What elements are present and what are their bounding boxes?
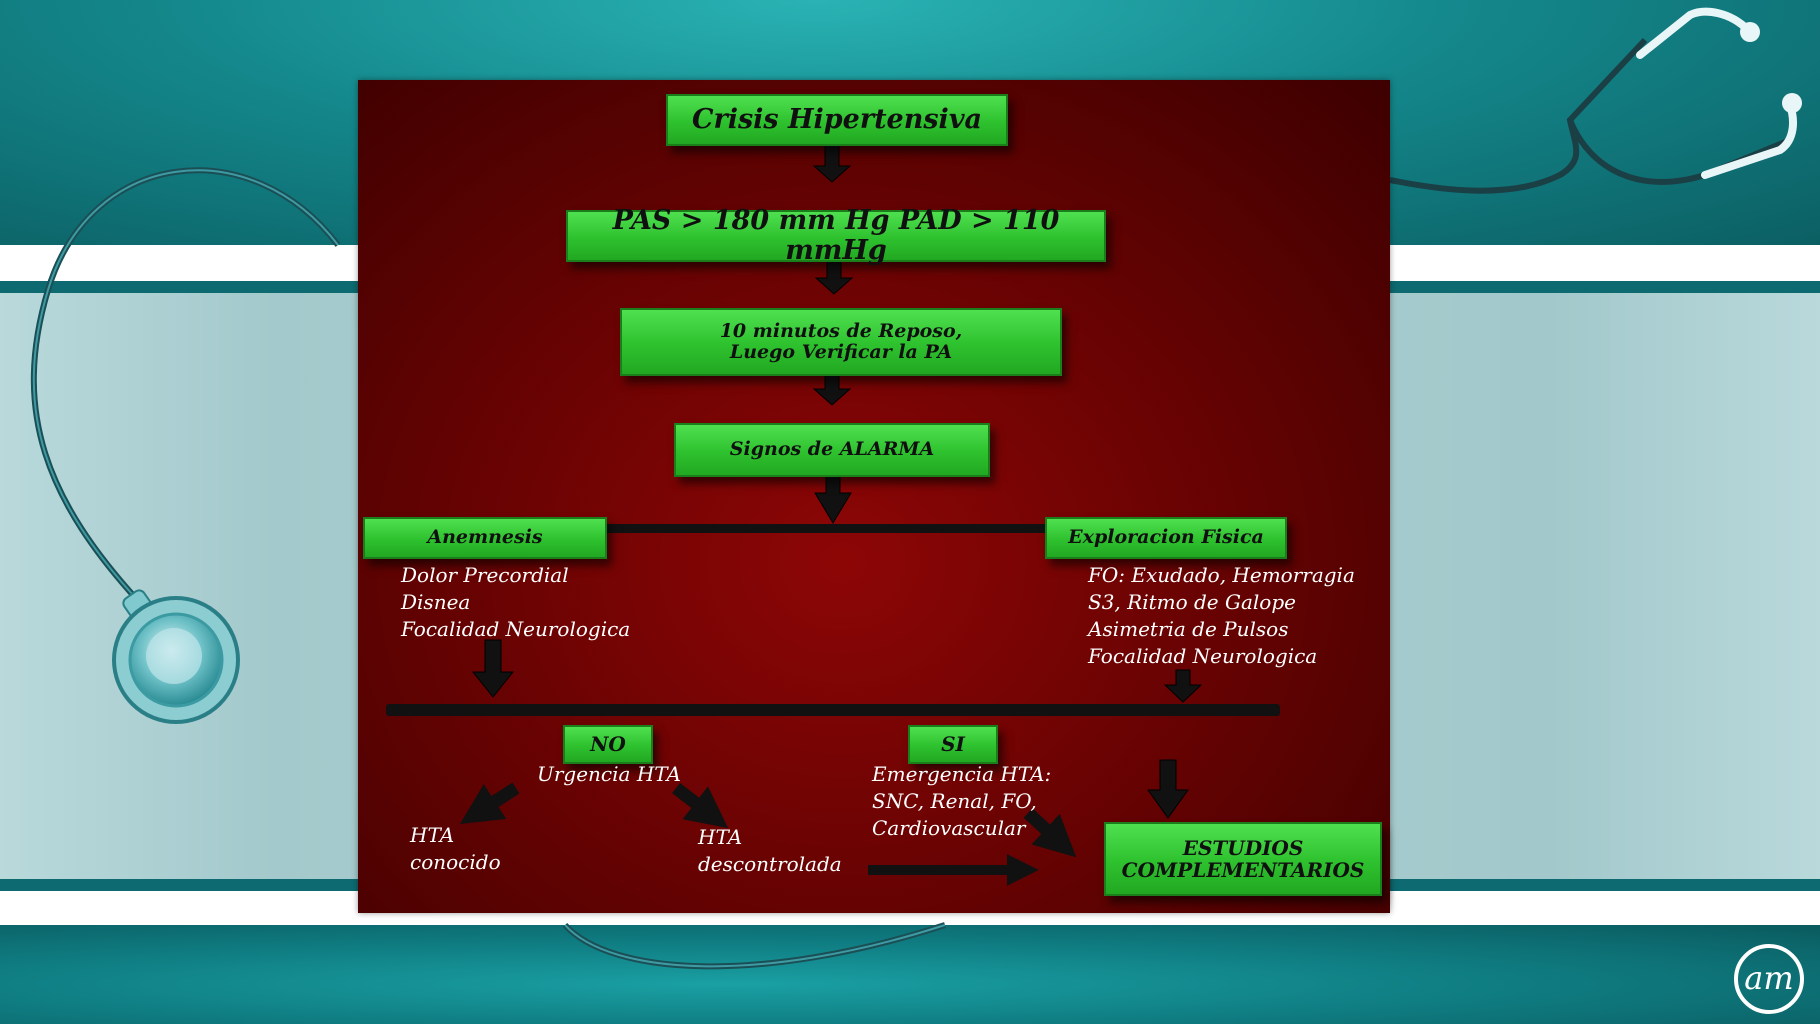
rest-line-2: Luego Verificar la PA: [729, 341, 953, 363]
exploration-item: Focalidad Neurologica: [1088, 644, 1318, 668]
hta-descontrolada-line-2: descontrolada: [698, 852, 842, 876]
arrow-diagonal: [460, 782, 520, 824]
hta-conocido-line-2: conocido: [410, 850, 501, 874]
am-logo-icon: am: [1734, 944, 1804, 1014]
hta-conocido-text: HTA conocido: [410, 822, 501, 876]
title-label: Crisis Hipertensiva: [692, 103, 982, 135]
anamnesis-box: Anemnesis: [363, 517, 607, 559]
criteria-label: PAS > 180 mm Hg PAD > 110 mmHg: [612, 204, 1060, 266]
title-box: Crisis Hipertensiva: [666, 94, 1008, 146]
hta-descontrolada-line-1: HTA: [698, 825, 743, 849]
arrow-down: [471, 639, 515, 698]
alarm-label: Signos de ALARMA: [729, 438, 935, 461]
exploration-item: Asimetria de Pulsos: [1088, 617, 1289, 641]
no-box: NO: [563, 725, 653, 764]
arrow-down: [812, 372, 852, 406]
hta-conocido-line-1: HTA: [410, 823, 455, 847]
merge-bar: [386, 704, 1280, 716]
arrow-down: [1163, 669, 1203, 703]
emergencia-line: Emergencia HTA:: [872, 762, 1052, 786]
urgencia-text: Urgencia HTA: [537, 761, 681, 788]
exploration-box: Exploracion Fisica: [1045, 517, 1287, 559]
rest-box: 10 minutos de Reposo, Luego Verificar la…: [620, 308, 1062, 376]
hta-descontrolada-text: HTA descontrolada: [698, 824, 842, 878]
exploration-item: S3, Ritmo de Galope: [1088, 590, 1296, 614]
arrow-diagonal: [672, 782, 729, 829]
arrow-diagonal: [1023, 808, 1077, 858]
exploration-list: FO: Exudado, Hemorragia S3, Ritmo de Gal…: [1088, 562, 1355, 670]
background-bottom-gradient: [0, 925, 1820, 1024]
arrow-down: [1147, 759, 1189, 819]
emergencia-line: SNC, Renal, FO,: [872, 789, 1037, 813]
svg-text:am: am: [1744, 959, 1793, 997]
anamnesis-list: Dolor Precordial Disnea Focalidad Neurol…: [401, 562, 630, 643]
rest-line-1: 10 minutos de Reposo,: [719, 319, 963, 342]
branch-bar: [603, 524, 1048, 533]
anamnesis-label: Anemnesis: [427, 526, 543, 549]
anamnesis-item: Dolor Precordial: [401, 563, 569, 587]
exploration-label: Exploracion Fisica: [1068, 526, 1264, 549]
studies-box: ESTUDIOS COMPLEMENTARIOS: [1104, 822, 1382, 896]
si-box: SI: [908, 725, 998, 764]
emergencia-text: Emergencia HTA: SNC, Renal, FO, Cardiova…: [872, 761, 1051, 842]
arrow-down: [814, 474, 852, 524]
si-label: SI: [941, 732, 965, 757]
urgencia-label: Urgencia HTA: [537, 762, 681, 786]
no-label: NO: [590, 732, 626, 757]
anamnesis-item: Focalidad Neurologica: [401, 617, 631, 641]
studies-line-1: ESTUDIOS: [1182, 835, 1304, 860]
arrow-down: [812, 143, 852, 183]
emergencia-line: Cardiovascular: [872, 816, 1026, 840]
flowchart-slide: Crisis Hipertensiva PAS > 180 mm Hg PAD …: [358, 80, 1390, 913]
anamnesis-item: Disnea: [401, 590, 471, 614]
arrow-down: [814, 260, 854, 295]
alarm-box: Signos de ALARMA: [674, 423, 990, 477]
exploration-item: FO: Exudado, Hemorragia: [1088, 563, 1355, 587]
connector-layer: [386, 143, 1280, 887]
criteria-box: PAS > 180 mm Hg PAD > 110 mmHg: [566, 205, 1106, 266]
studies-line-2: COMPLEMENTARIOS: [1121, 858, 1365, 882]
